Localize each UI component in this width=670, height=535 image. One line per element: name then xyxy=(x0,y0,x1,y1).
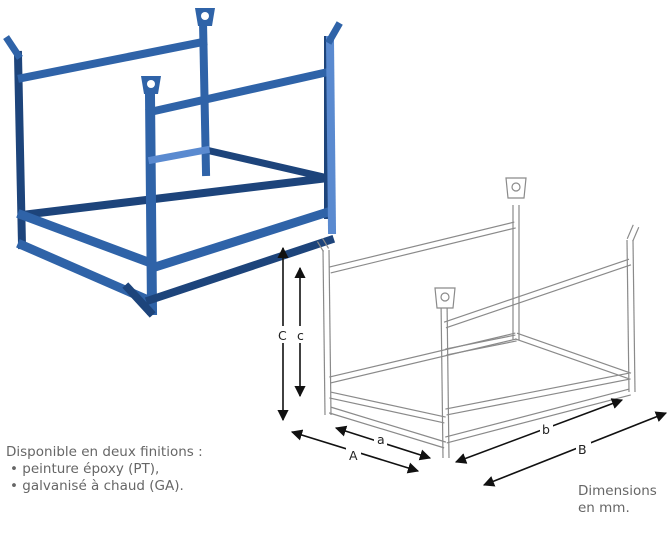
line-back-left-post xyxy=(322,249,332,416)
rack-top-rail-back xyxy=(17,37,208,83)
rack-back-mid-rail xyxy=(201,145,333,183)
dim-label-C: C xyxy=(278,328,287,343)
line-back-right-post xyxy=(626,239,636,393)
line-top-rail-front xyxy=(443,258,632,329)
rack-lug-front-hole xyxy=(147,80,155,88)
rack-front-low-rail xyxy=(144,234,336,306)
rack-foot-left xyxy=(122,282,156,318)
rack-left-flare xyxy=(3,35,23,60)
dim-label-c: c xyxy=(297,328,304,343)
finishes-intro: Disponible en deux finitions : xyxy=(6,444,203,460)
line-right-bottom-rail xyxy=(514,332,632,380)
line-top-rail-back xyxy=(329,221,516,274)
finish-item-galvanized: galvanisé à chaud (GA). xyxy=(10,478,256,495)
line-lug-front xyxy=(434,287,456,309)
product-photo xyxy=(3,8,343,318)
dim-label-b: b xyxy=(542,422,550,437)
line-front-mid-rail xyxy=(445,334,517,356)
rack-left-foot-rail xyxy=(16,209,154,268)
dim-label-A: A xyxy=(349,448,358,463)
dimensions-note-line2: en mm. xyxy=(578,500,630,516)
line-front-bottom-rail xyxy=(445,372,631,416)
rack-right-flare xyxy=(325,21,343,45)
dimension-drawing: C c A a b B xyxy=(276,177,668,487)
dim-arrow-B xyxy=(482,411,668,487)
dimensions-note-line1: Dimensions xyxy=(578,483,657,499)
dim-arrow-b xyxy=(454,398,624,464)
dimensions-note: Dimensions en mm. xyxy=(578,483,670,517)
line-left-top xyxy=(329,391,446,424)
finishes-list: peinture époxy (PT), galvanisé à chaud (… xyxy=(6,461,256,495)
line-flare-right xyxy=(626,224,640,242)
rack-front-left-post xyxy=(144,89,158,316)
finish-item-epoxy: peinture époxy (PT), xyxy=(10,461,256,478)
rack-lug-rear-hole xyxy=(201,12,209,20)
line-back-bottom-rail xyxy=(329,332,517,384)
rack-front-bottom-rail xyxy=(146,206,334,274)
line-front-left-post xyxy=(440,299,450,459)
line-lug-rear xyxy=(505,177,527,199)
line-flare-left xyxy=(316,238,330,252)
rack-back-bottom-rail xyxy=(17,173,333,220)
rack-top-rail-right xyxy=(145,67,333,117)
rack-front-mid-rail xyxy=(147,145,211,165)
line-rear-centre-post xyxy=(512,205,520,340)
finishes-note: Disponible en deux finitions : peinture … xyxy=(6,444,256,495)
rack-front-right-post xyxy=(325,35,337,235)
dim-label-a: a xyxy=(377,432,385,447)
dim-label-B: B xyxy=(578,442,587,457)
